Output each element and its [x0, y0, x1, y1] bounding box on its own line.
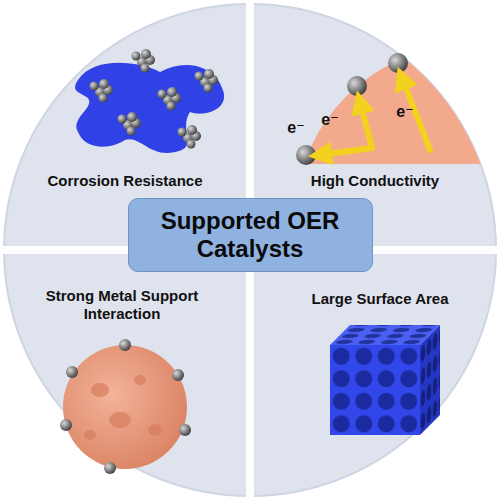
metal-particles [296, 53, 408, 165]
electron-arrows [320, 78, 430, 155]
quadrant-label: Strong Metal Support Interaction [27, 287, 217, 323]
center-box: Supported OER Catalysts [128, 198, 373, 271]
electron-label: e⁻ [321, 110, 338, 129]
support-sphere [60, 339, 191, 474]
electron-label: e⁻ [287, 118, 304, 137]
quadrant-label: Corrosion Resistance [15, 172, 235, 190]
porous-cube [330, 325, 440, 435]
electron-label: e⁻ [396, 102, 413, 121]
quadrant-label: High Conductivity [265, 172, 485, 190]
box-text: Supported OER Catalysts [143, 207, 358, 262]
quadrant-label: Large Surface Area [270, 290, 490, 308]
particle-clusters [90, 49, 219, 149]
corroded-support [75, 63, 224, 153]
conductive-support [295, 45, 500, 164]
